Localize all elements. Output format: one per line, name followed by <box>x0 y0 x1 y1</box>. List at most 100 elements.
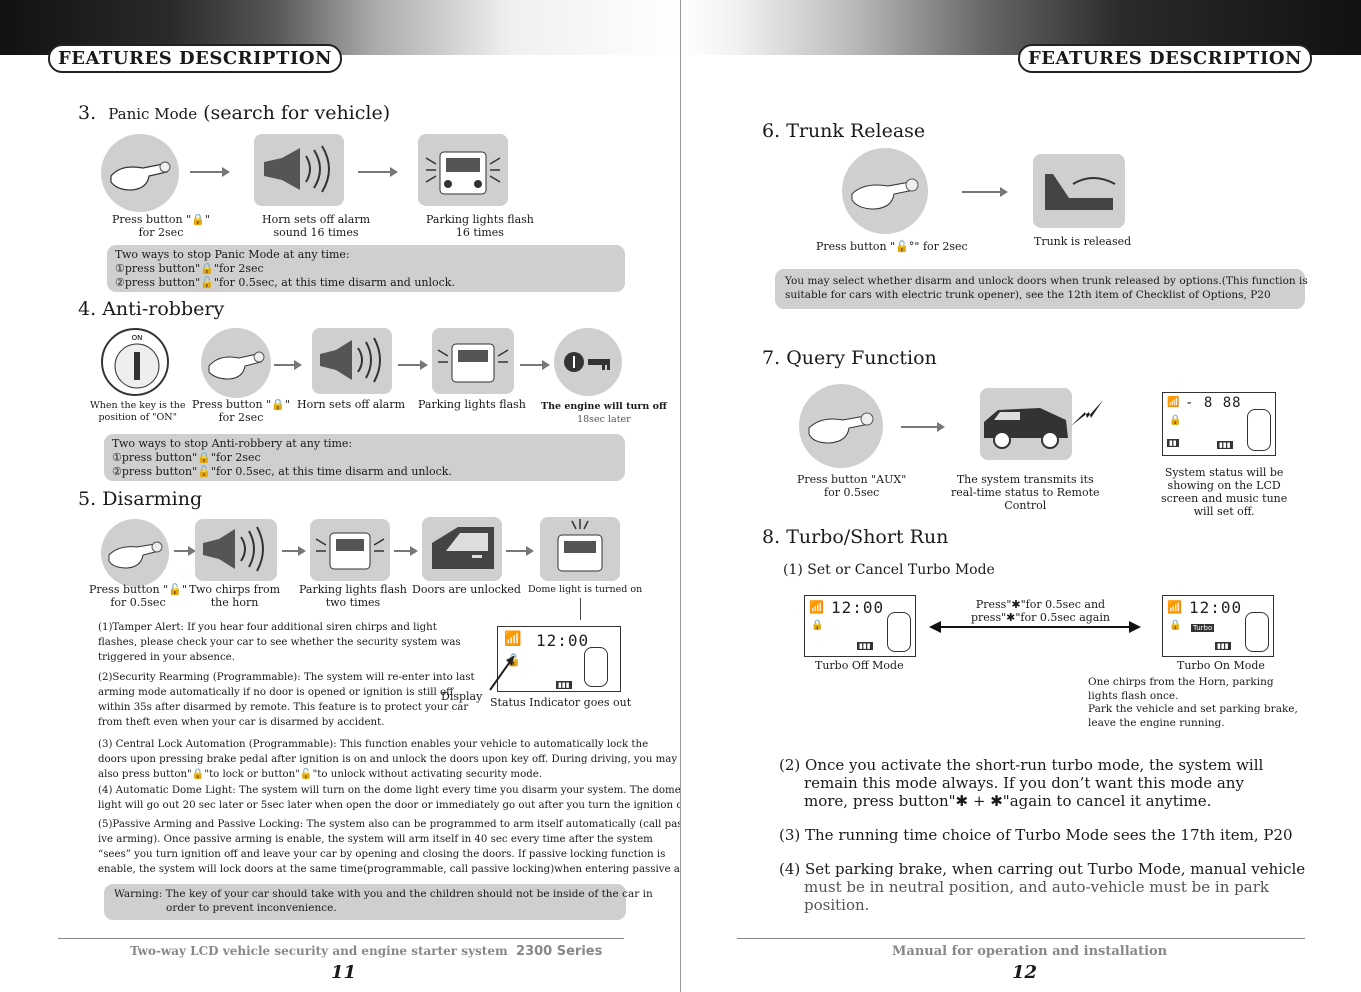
caption: Press button "🔓"for 0.5sec <box>89 583 187 609</box>
central-lock-paragraph: (3) Central Lock Automation (Programmabl… <box>98 739 678 780</box>
lcd-display: 📶 12:00 🔓 ▮▮▮ <box>497 626 621 692</box>
toggle-arrow <box>927 620 1143 634</box>
lcd-digits: - 8 88 <box>1185 395 1242 411</box>
turbo-off-label: Turbo Off Mode <box>815 659 904 672</box>
flow-arrow <box>962 187 1008 197</box>
lock-icon: 🔒 <box>811 620 824 631</box>
lcd-time: 12:00 <box>1189 598 1243 617</box>
panic-stop-note: Two ways to stop Panic Mode at any time:… <box>107 245 625 292</box>
car-outline-icon <box>584 647 608 687</box>
finger-press-illustration <box>101 134 179 212</box>
finger-press-illustration <box>799 384 883 468</box>
tamper-alert-paragraph: (1)Tamper Alert: If you hear four additi… <box>98 622 461 663</box>
car-outline-icon <box>1247 409 1271 451</box>
horn-illustration <box>312 328 392 394</box>
svg-text:ON: ON <box>132 334 143 342</box>
lock-icon: 🔒 <box>1169 415 1182 426</box>
finger-press-illustration <box>842 148 928 234</box>
trunk-release-illustration <box>1033 154 1125 228</box>
antenna-icon: 📶 <box>1167 600 1182 614</box>
battery-icon: ▮▮▮ <box>556 681 572 689</box>
parking-lights-illustration <box>418 134 508 206</box>
section-8-title: 8. Turbo/Short Run <box>762 526 949 548</box>
antenna-icon: 📶 <box>809 600 824 614</box>
caption: Parking lights flash <box>418 398 526 411</box>
lcd-time: 12:00 <box>536 631 590 650</box>
section-title-a: Panic Mode <box>108 105 198 123</box>
flow-arrow <box>282 546 306 556</box>
signal-icon: 📶 <box>1167 397 1180 408</box>
page-number: 11 <box>331 962 357 983</box>
parking-lights-illustration <box>432 328 514 394</box>
passive-arming-paragraph: (5)Passive Arming and Passive Locking: T… <box>98 819 680 875</box>
car-outline-icon <box>1245 612 1269 652</box>
horn-illustration <box>254 134 344 206</box>
trunk-options-note: You may select whether disarm and unlock… <box>775 269 1308 309</box>
caption: Trunk is released <box>1034 235 1132 248</box>
battery-icon: ▮▮▮ <box>1215 642 1231 650</box>
display-label: Display <box>441 690 483 703</box>
battery-icon: ▮▮▮ <box>1217 441 1233 449</box>
flow-arrow <box>901 422 945 432</box>
signal-bolt-icon <box>1069 398 1105 428</box>
section-3-title: 3. Panic Mode (search for vehicle) <box>78 102 390 124</box>
flow-arrow <box>358 167 398 177</box>
section-6-title: 6. Trunk Release <box>762 120 926 142</box>
page-number: 12 <box>1012 962 1038 983</box>
car-outline-icon <box>887 612 911 652</box>
page-11: FEATURES DESCRIPTION 3. Panic Mode (sear… <box>0 0 680 992</box>
footer-title: Two-way LCD vehicle security and engine … <box>130 944 603 959</box>
lock-icon: 🔒 <box>1169 620 1182 631</box>
horn-illustration <box>195 519 277 581</box>
turbo-paragraph-2: (2) Once you activate the short-run turb… <box>779 756 1264 810</box>
footer-rule <box>58 938 624 939</box>
parking-lights-illustration <box>310 519 390 581</box>
dome-light-illustration <box>540 517 620 581</box>
page-header-title: FEATURES DESCRIPTION <box>1018 44 1312 73</box>
ignition-key-illustration: ON <box>101 328 169 396</box>
caption: Press button "🔒"for 2sec <box>192 398 290 424</box>
flow-arrow <box>520 360 550 370</box>
flow-arrow <box>174 546 196 556</box>
footer-title: Manual for operation and installation <box>892 944 1168 959</box>
section-title-b: (search for vehicle) <box>203 102 391 124</box>
section-7-title: 7. Query Function <box>762 347 937 369</box>
flow-arrow <box>506 546 534 556</box>
lcd-time: 12:00 <box>831 598 885 617</box>
door-unlock-illustration <box>422 517 502 581</box>
page-12: FEATURES DESCRIPTION 6. Trunk Release Pr… <box>681 0 1361 992</box>
anti-robbery-stop-note: Two ways to stop Anti-robbery at any tim… <box>104 434 625 481</box>
status-indicator-label: Status Indicator goes out <box>490 696 632 709</box>
footer-rule <box>737 938 1305 939</box>
turbo-indicator: Turbo <box>1191 624 1215 632</box>
turbo-paragraph-3: (3) The running time choice of Turbo Mod… <box>779 826 1293 844</box>
antenna-icon: 📶 <box>504 631 522 647</box>
page-divider <box>680 0 681 992</box>
flow-arrow <box>394 546 418 556</box>
pointer-arrow <box>488 650 518 692</box>
lcd-turbo-off: 📶 12:00 🔒 ▮▮▮ <box>804 595 916 657</box>
lcd-turbo-on: 📶 12:00 🔒 Turbo ▮▮▮ <box>1162 595 1274 657</box>
finger-press-illustration <box>201 328 271 398</box>
caption: Horn sets off alarm <box>297 398 406 411</box>
turbo-on-label: Turbo On Mode <box>1177 659 1265 672</box>
caption: Doors are unlocked <box>412 583 521 596</box>
caption: Press button "🔓°" for 2sec <box>816 240 968 253</box>
flow-arrow <box>398 360 428 370</box>
turbo-subtitle: (1) Set or Cancel Turbo Mode <box>783 562 995 578</box>
flow-arrow <box>190 167 230 177</box>
lcd-status-display: 📶 - 8 88 🔒 ▮▮ ▮▮▮ <box>1162 392 1276 456</box>
car-transmitting-illustration <box>980 388 1072 460</box>
battery-icon: ▮▮▮ <box>857 642 873 650</box>
section-4-title: 4. Anti-robbery <box>78 298 225 320</box>
caption: Press button "AUX"for 0.5sec <box>797 473 907 499</box>
section-5-title: 5. Disarming <box>78 488 203 510</box>
